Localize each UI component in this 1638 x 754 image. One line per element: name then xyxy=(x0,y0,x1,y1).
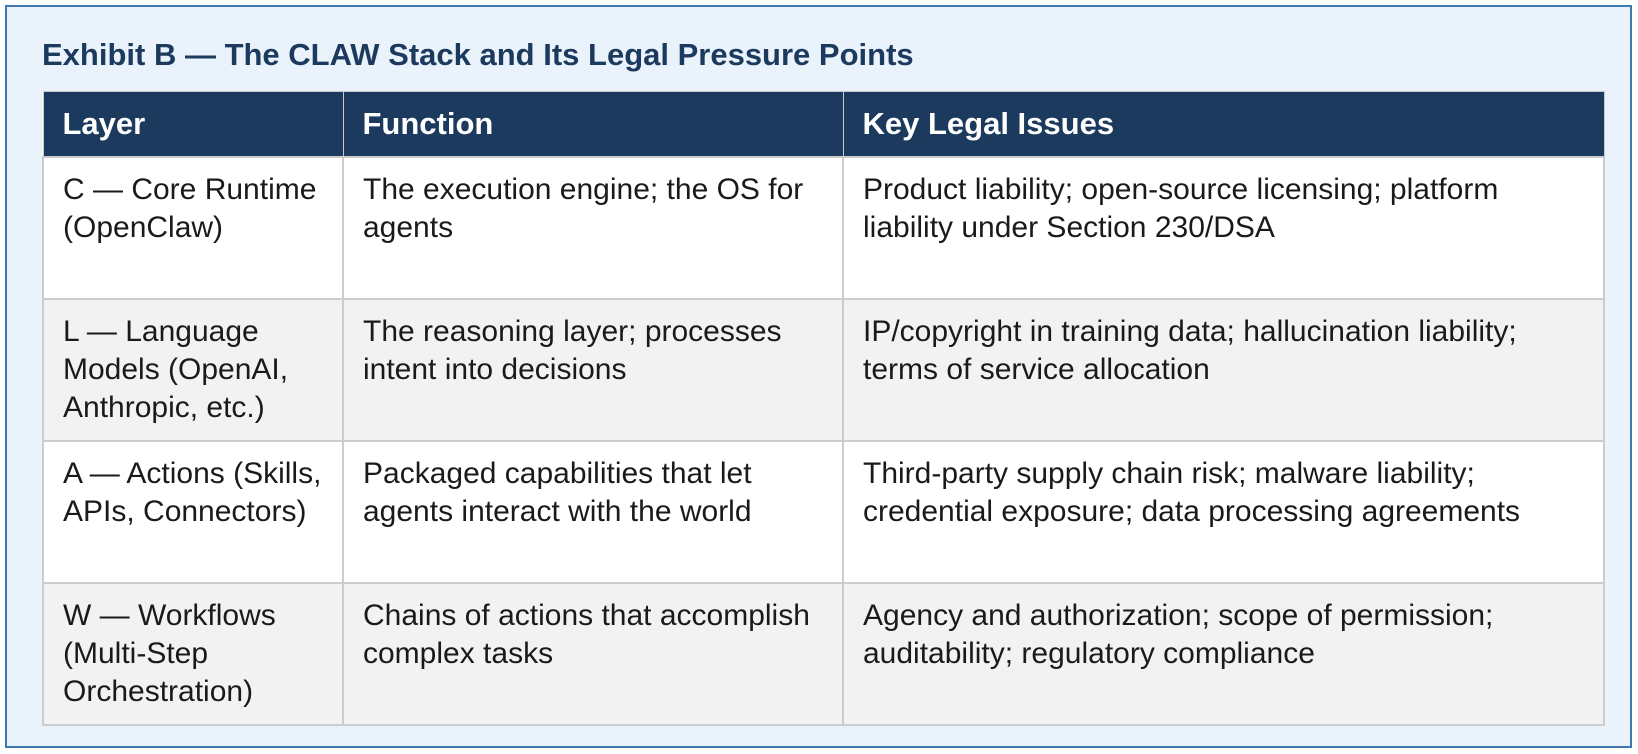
cell-issues: Agency and authorization; scope of permi… xyxy=(842,581,1605,726)
claw-stack-table: Layer Function Key Legal Issues C — Core… xyxy=(42,91,1605,726)
cell-function: Packaged capabilities that let agents in… xyxy=(342,439,844,584)
table-row-core-runtime: C — Core Runtime (OpenClaw) The executio… xyxy=(42,155,1605,300)
cell-function: The reasoning layer; processes intent in… xyxy=(342,297,844,442)
header-layer: Layer xyxy=(42,91,344,157)
cell-function: The execution engine; the OS for agents xyxy=(342,155,844,300)
cell-function: Chains of actions that accomplish comple… xyxy=(342,581,844,726)
header-function: Function xyxy=(342,91,844,157)
cell-issues: Product liability; open-source licensing… xyxy=(842,155,1605,300)
cell-layer: A — Actions (Skills, APIs, Connectors) xyxy=(42,439,344,584)
table-row-actions: A — Actions (Skills, APIs, Connectors) P… xyxy=(42,439,1605,584)
table-header-row: Layer Function Key Legal Issues xyxy=(42,91,1605,157)
table-row-language-models: L — Language Models (OpenAI, Anthropic, … xyxy=(42,297,1605,442)
cell-layer: C — Core Runtime (OpenClaw) xyxy=(42,155,344,300)
cell-issues: Third-party supply chain risk; malware l… xyxy=(842,439,1605,584)
cell-issues: IP/copyright in training data; hallucina… xyxy=(842,297,1605,442)
cell-layer: W — Workflows (Multi-Step Orchestration) xyxy=(42,581,344,726)
exhibit-box: Exhibit B — The CLAW Stack and Its Legal… xyxy=(5,5,1632,748)
table-row-workflows: W — Workflows (Multi-Step Orchestration)… xyxy=(42,581,1605,726)
cell-layer: L — Language Models (OpenAI, Anthropic, … xyxy=(42,297,344,442)
header-key-legal-issues: Key Legal Issues xyxy=(842,91,1605,157)
exhibit-title: Exhibit B — The CLAW Stack and Its Legal… xyxy=(42,37,914,72)
